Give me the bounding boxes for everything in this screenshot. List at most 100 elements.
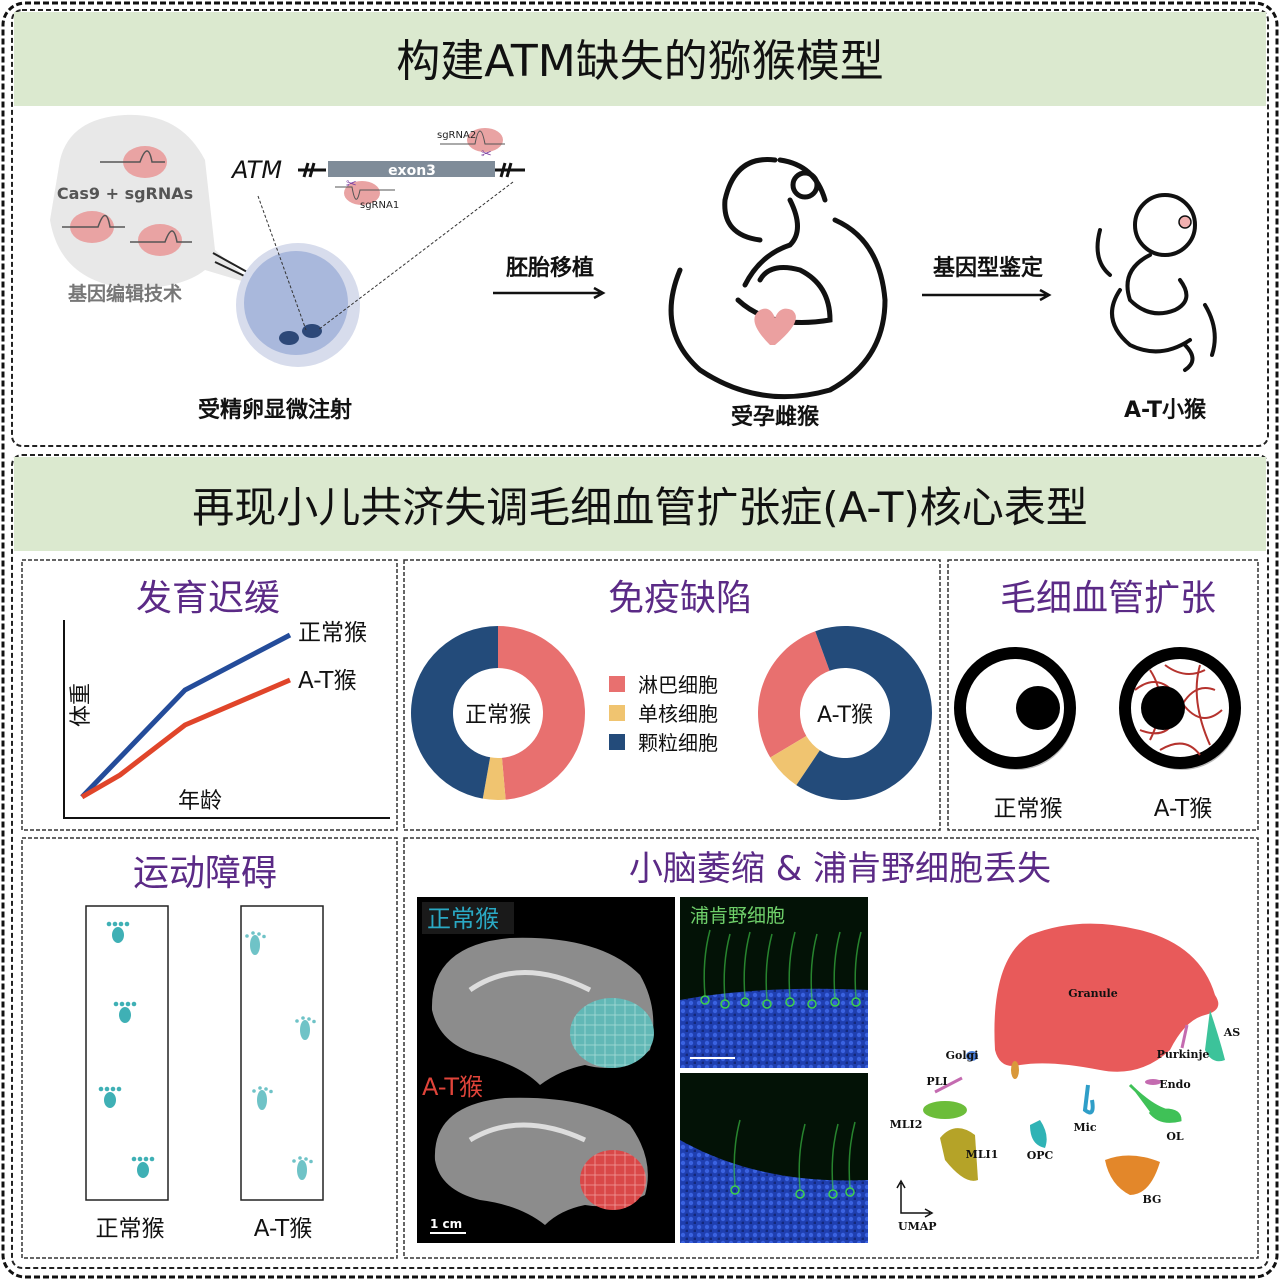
fluor-label: 浦肯野细胞 (690, 905, 785, 927)
mri-brain-at (434, 1097, 648, 1225)
umap-axis-label: UMAP (898, 1220, 937, 1233)
baby-monkey-illustration (1095, 193, 1217, 372)
panel-growth (21, 559, 398, 831)
section1-header (14, 12, 1266, 106)
footprint (113, 1001, 137, 1023)
umap-label-mli2: MLI2 (890, 1118, 923, 1131)
mri-at-label: A-T猴 (422, 1073, 483, 1101)
umap-label-bg: BG (1143, 1193, 1162, 1206)
donut-at (758, 626, 933, 801)
footprint-track-normal (85, 905, 169, 1201)
donut-slice-lymphocyte (498, 626, 586, 800)
motor-at-label: A-T猴 (254, 1216, 312, 1242)
immune-title: 免疫缺陷 (608, 578, 752, 619)
cas9-label: Cas9 + sgRNAs (57, 184, 193, 203)
genotyping-label: 基因型鉴定 (933, 255, 1043, 281)
arrow-right-icon (922, 288, 1052, 302)
footprint (98, 1086, 122, 1108)
exon3-label: exon3 (388, 163, 436, 179)
cerebellum-title: 小脑萎缩 & 浦肯野细胞丢失 (629, 849, 1051, 889)
umap-label-opc: OPC (1027, 1149, 1054, 1162)
footprint-track-at (240, 905, 324, 1201)
footprints (98, 921, 316, 1180)
footprint (252, 1086, 273, 1110)
legend-lymphocyte: 淋巴细胞 (638, 673, 718, 697)
umap-label-endo: Endo (1159, 1078, 1190, 1091)
scissors-icon: ✂ (481, 147, 492, 162)
growth-axes (63, 620, 390, 819)
zygote (236, 181, 514, 367)
sgrna1-label: sgRNA1 (360, 200, 399, 211)
motor-normal-label: 正常猴 (96, 1216, 165, 1242)
growth-title: 发育迟缓 (136, 578, 280, 619)
section-phenotypes: 再现小儿共济失调毛细血管扩张症(A-T)核心表型 发育迟缓 正常猴 A-T猴 体… (11, 454, 1269, 1269)
panel-motor (21, 837, 398, 1259)
legend-granulocyte: 颗粒细胞 (638, 731, 718, 755)
panel-telangiectasia (947, 559, 1259, 831)
cluster-granule (994, 923, 1219, 1072)
footprint (131, 1156, 155, 1178)
embryo-transfer-label: 胚胎移植 (506, 255, 594, 281)
umap-label-purkinje: Purkinje (1157, 1048, 1210, 1061)
section2-header (14, 457, 1266, 551)
fluorescence-normal: 浦肯野细胞 (680, 897, 868, 1068)
mri-normal-label: 正常猴 (427, 905, 499, 933)
donut-slice-granulocyte (410, 626, 498, 799)
growth-line-normal (80, 632, 292, 799)
umap-label-as: AS (1223, 1026, 1241, 1039)
footprint (106, 921, 130, 943)
heart-icon (754, 308, 796, 345)
legend-monocyte: 单核细胞 (638, 702, 718, 726)
donut-normal (410, 626, 586, 800)
vessel-at (1119, 647, 1241, 770)
mri-brain-normal (431, 937, 654, 1085)
donut-slice-lymphocyte (758, 631, 830, 758)
donut-slice-monocyte (770, 736, 820, 786)
immune-legend: 淋巴细胞 单核细胞 颗粒细胞 (609, 673, 718, 755)
scissors-icon: ✂ (346, 177, 357, 192)
fluorescence-at (680, 1073, 868, 1243)
motor-title: 运动障碍 (133, 853, 277, 894)
umap-label-granule: Granule (1068, 987, 1118, 1000)
donut-slice-granulocyte (796, 626, 933, 801)
gene-editing-bubble: Cas9 + sgRNAs 基因编辑技术 (50, 114, 255, 305)
section-model-construction: 构建ATM缺失的猕猴模型 Cas9 + sgRNAs 基因编辑技术 受精卵显微注… (11, 9, 1269, 447)
pregnant-monkey-illustration (668, 157, 888, 400)
pregnant-female-label: 受孕雌猴 (731, 404, 820, 430)
growth-legend-at: A-T猴 (298, 668, 356, 694)
arrow-right-icon (493, 286, 606, 300)
growth-line-at (80, 677, 291, 800)
footprint (295, 1016, 316, 1040)
footprint (245, 931, 266, 955)
umap-label-ol: OL (1166, 1130, 1184, 1143)
zygote-injection-label: 受精卵显微注射 (198, 397, 352, 423)
umap-label-pli: PLI (926, 1075, 947, 1088)
donut-normal-label: 正常猴 (465, 703, 531, 728)
vessel-normal (954, 647, 1076, 770)
section2-title: 再现小儿共济失调毛细血管扩张症(A-T)核心表型 (192, 483, 1088, 532)
gene-editing-label: 基因编辑技术 (67, 282, 182, 305)
umap-label-mli1: MLI1 (966, 1148, 999, 1161)
growth-xlabel: 年龄 (178, 789, 222, 814)
umap-label-golgi: Golgi (946, 1049, 979, 1062)
vessel-at-label: A-T猴 (1154, 796, 1212, 822)
panel-cerebellum (403, 837, 1259, 1259)
vessel-normal-label: 正常猴 (994, 796, 1063, 822)
telangiectasia-title: 毛细血管扩张 (1000, 578, 1216, 619)
umap-label-mic: Mic (1073, 1121, 1096, 1134)
sgrna2-label: sgRNA2 (437, 130, 476, 141)
at-baby-label: A-T小猴 (1124, 398, 1207, 423)
growth-legend-normal: 正常猴 (298, 620, 367, 646)
section1-title: 构建ATM缺失的猕猴模型 (396, 36, 884, 87)
panel-immune (403, 559, 941, 831)
footprint (292, 1156, 313, 1180)
donut-slice-monocyte (482, 757, 506, 800)
monkey-eye (1178, 215, 1192, 229)
growth-ylabel: 体重 (69, 683, 94, 727)
atm-label: ATM (230, 156, 282, 184)
donut-at-label: A-T猴 (817, 703, 873, 728)
umap-axes (896, 1179, 934, 1218)
